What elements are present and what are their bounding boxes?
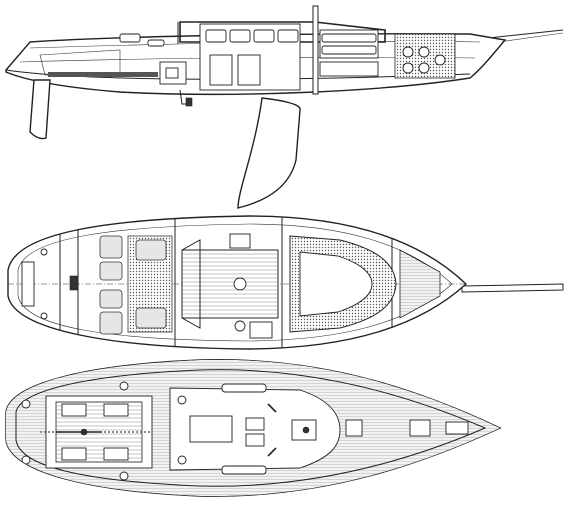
winch — [177, 455, 187, 465]
saloon-sole — [181, 249, 279, 319]
mast — [312, 5, 319, 95]
deck-plan-view — [5, 359, 502, 497]
forehatch — [345, 419, 363, 437]
winch — [177, 395, 187, 405]
coachroof — [179, 21, 386, 43]
companionway — [189, 415, 233, 443]
anchor-locker-hatch — [409, 419, 431, 437]
plan-bowsprit — [461, 283, 564, 293]
winch — [21, 399, 31, 409]
waterline — [5, 69, 471, 80]
rudder — [29, 79, 51, 140]
winch — [119, 471, 129, 481]
profile-view — [5, 5, 564, 209]
chain-locker — [399, 249, 441, 319]
accommodation-plan-view — [7, 215, 564, 350]
keel — [237, 97, 301, 209]
quarter-berth — [48, 72, 158, 77]
winch — [119, 381, 129, 391]
